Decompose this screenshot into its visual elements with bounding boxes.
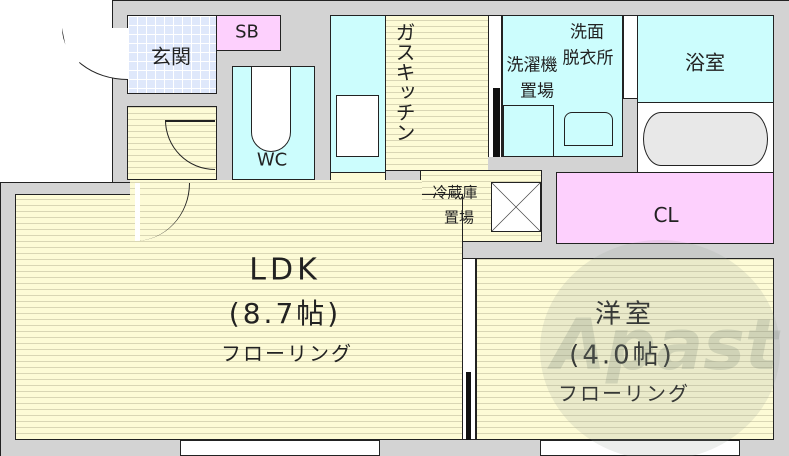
- partition-frame: [466, 372, 471, 440]
- wc-label: WC: [256, 149, 288, 171]
- room-bath: [637, 15, 774, 103]
- bathtub-basin: [643, 112, 768, 166]
- sink-icon: [336, 95, 379, 157]
- watermark-logo: [540, 240, 780, 456]
- room-western: [476, 258, 774, 440]
- sb-label: SB: [235, 21, 259, 43]
- room-sb: [216, 15, 281, 51]
- washroom-label-1: 洗面: [570, 22, 604, 43]
- western-name: 洋室: [594, 299, 656, 330]
- room-ldk: [15, 194, 463, 440]
- western-size: (4.0帖): [569, 340, 675, 371]
- window-ldk: [180, 440, 380, 456]
- ldk-name: LDK: [249, 252, 321, 288]
- laundry-label-1: 洗濯機: [506, 55, 558, 76]
- western-floor: フローリング: [558, 381, 690, 406]
- room-closet: [556, 172, 774, 244]
- kitchen-floor: [385, 15, 488, 171]
- fridge-label-1: 冷蔵庫: [432, 183, 478, 202]
- washbasin-icon: [564, 112, 613, 146]
- ldk-floor: フローリング: [221, 341, 353, 366]
- kitchen-label: ガスキッチン: [392, 22, 416, 142]
- toilet-icon: [251, 66, 291, 152]
- genkan-label: 玄関: [151, 44, 191, 69]
- washing-machine-icon: [503, 105, 554, 157]
- room-washroom: [502, 15, 623, 157]
- watermark-text: Apast: [551, 304, 779, 386]
- fridge-label-2: 置場: [443, 208, 475, 227]
- closet-label: CL: [653, 203, 679, 227]
- ldk-size: (8.7帖): [228, 297, 342, 330]
- ldk-upper: [130, 180, 422, 200]
- washroom-label-2: 脱衣所: [562, 48, 614, 69]
- door-frame: [493, 88, 500, 157]
- fridge-space-icon: [491, 182, 541, 232]
- bath-label: 浴室: [685, 50, 725, 75]
- laundry-label-2: 置場: [520, 81, 554, 102]
- bath-door[interactable]: [623, 15, 638, 99]
- entrance-door[interactable]: [62, 28, 128, 80]
